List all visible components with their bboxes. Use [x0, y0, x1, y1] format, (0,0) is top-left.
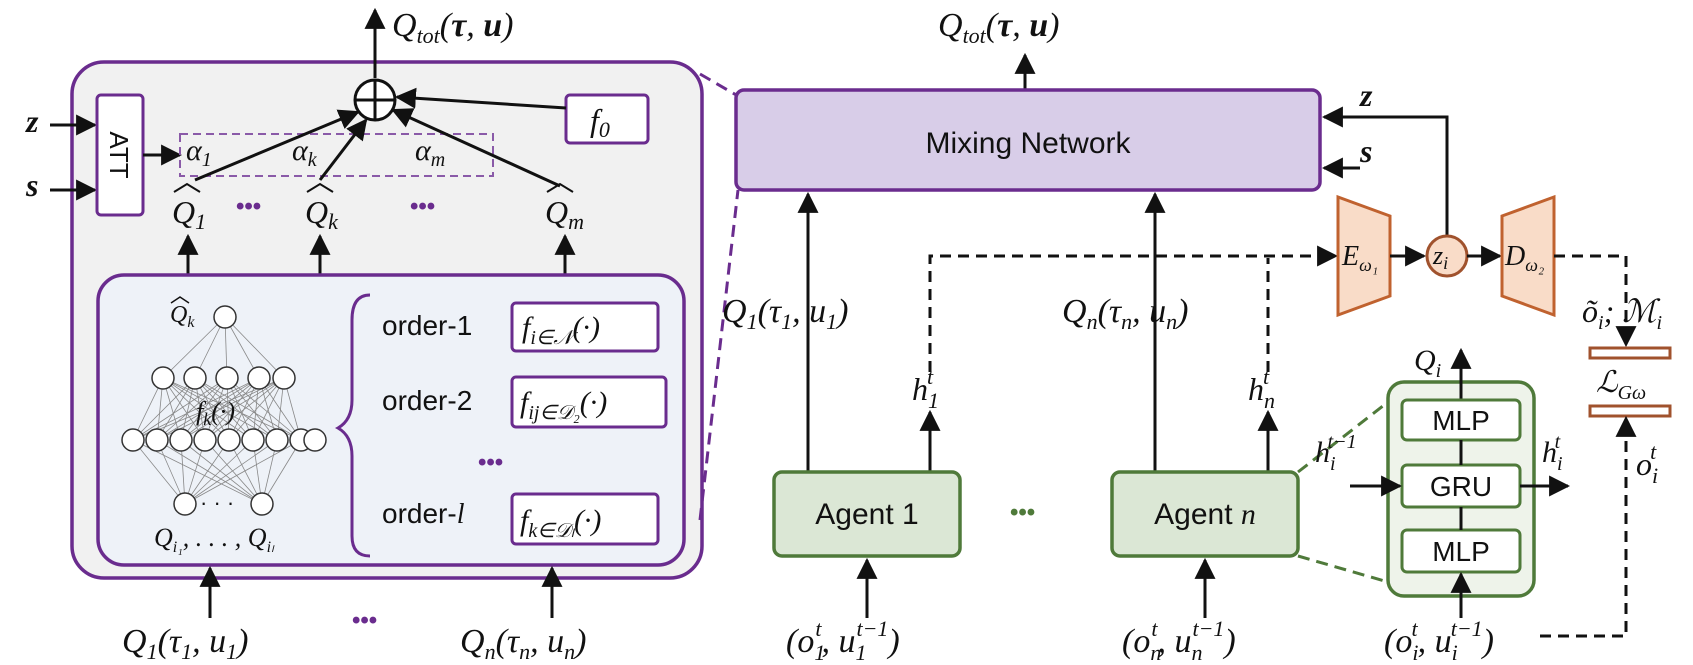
left-z-label: z — [25, 103, 39, 139]
right-z-label: z — [1359, 77, 1373, 113]
order-brace — [334, 293, 371, 558]
net-func-label: fk(·) — [196, 397, 235, 429]
right-qtot-label: Qtot(τ, u) — [938, 7, 1059, 48]
loss-bar-bottom — [1588, 404, 1672, 418]
hn-label: hnt — [1248, 364, 1275, 413]
agents-ellipsis: ••• — [1010, 499, 1035, 526]
left-qtot-label: Qtot(τ, u) — [392, 7, 513, 48]
mixing-network-label: Mixing Network — [925, 127, 1131, 160]
order-l-label: order-l — [382, 498, 465, 530]
oi-label: oit — [1636, 439, 1658, 488]
qhat-1: Q1 — [172, 194, 206, 234]
agent-1-label: Agent 1 — [815, 498, 918, 531]
order-l-func-box — [510, 492, 660, 546]
q1-label: Q1(τ1, u1) — [722, 293, 848, 334]
decoder-shape — [1500, 194, 1556, 318]
hprev-label: hit−1 — [1315, 431, 1357, 475]
left-panel: Qtot(τ, u) z s ATT α1 αk αm f0 Q1 — [25, 7, 704, 664]
left-s-label: s — [25, 167, 38, 203]
net-bottom-label: Qi₁, . . . , Qiₗ — [154, 523, 275, 556]
decoder-label: Dω₂ — [1504, 241, 1544, 275]
obs-1-label: (o1t, u1t−1) — [786, 616, 900, 665]
neural-net-nodes — [121, 305, 327, 516]
qi-label: Qi — [1414, 344, 1441, 382]
encoder-shape — [1336, 194, 1392, 318]
order-1-func-box — [510, 301, 660, 353]
order-2-label: order-2 — [382, 385, 472, 416]
obs-n-label: (ont, unt−1) — [1122, 616, 1236, 665]
left-input-ellipsis: ••• — [352, 607, 377, 634]
mixing-network-box — [734, 88, 1322, 192]
gru-label: GRU — [1430, 471, 1492, 502]
mlp-bottom-label: MLP — [1432, 536, 1490, 567]
right-s-label: s — [1359, 133, 1372, 169]
order-1-label: order-1 — [382, 310, 472, 341]
alpha-weights-box — [179, 133, 494, 177]
mlp-top-label: MLP — [1432, 405, 1490, 436]
left-input-q1: Q1(τ1, u1) — [122, 623, 248, 664]
agent-n-label: Agent n — [1154, 498, 1256, 531]
att-label: ATT — [104, 131, 134, 178]
left-input-qn: Qn(τn, un) — [460, 623, 586, 664]
ellipsis-2: ••• — [410, 193, 435, 220]
hout-label: hit — [1542, 431, 1563, 475]
right-panel: Qtot(τ, u) Mixing Network z s Q1(τ1, u1)… — [722, 7, 1672, 665]
qn-label: Qn(τn, un) — [1062, 293, 1188, 334]
net-dots: · · · — [200, 490, 234, 515]
recon-label: õi; ℳi — [1582, 293, 1662, 334]
ellipsis-1: ••• — [236, 193, 261, 220]
f0-box — [564, 93, 650, 145]
agent-n-box — [1110, 470, 1300, 558]
obs-i-label: (oit, uit−1) — [1384, 616, 1494, 665]
loss-bar-top — [1588, 346, 1672, 360]
sum-node — [353, 78, 397, 122]
h1-label: h1t — [912, 364, 939, 413]
agent-1-box — [772, 470, 962, 558]
order-2-func-box — [510, 375, 668, 429]
loss-label: ℒGω — [1596, 366, 1646, 404]
order-ellipsis: ••• — [478, 449, 503, 476]
